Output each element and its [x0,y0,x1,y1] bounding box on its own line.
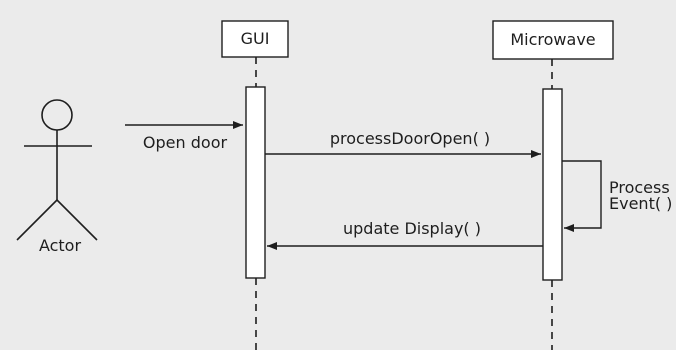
update-display-label: update Display( ) [342,219,482,238]
process-event-label-line1: Process [609,178,670,197]
process-door-open-label: processDoorOpen( ) [329,129,491,148]
microwave-activation-bar [542,88,563,281]
open-door-label: Open door [142,133,228,152]
actor-right-leg [56,199,98,241]
gui-activation-bar [245,86,266,279]
actor-label: Actor [38,236,82,255]
process-event-label-line2: Event( ) [609,194,673,213]
actor-head [41,99,73,131]
microwave-object-label: Microwave [510,30,596,49]
gui-object-label: GUI [240,29,270,48]
actor-left-leg [16,199,58,241]
actor-figure [16,99,98,241]
process-event-self-arrow [562,160,602,232]
gui-object-box [221,20,289,58]
microwave-object-box [492,20,614,60]
